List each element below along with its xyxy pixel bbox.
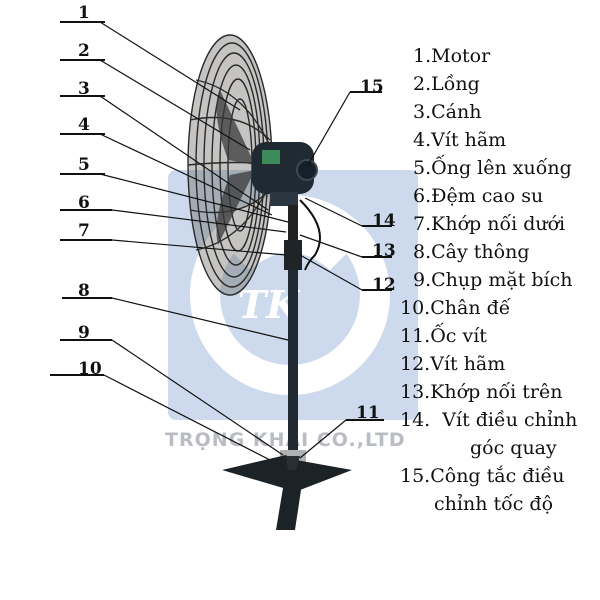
legend-item-number: 8.: [413, 241, 432, 263]
legend-item: 12.Vít hãm: [400, 350, 505, 378]
callout-leader-6: [111, 209, 287, 233]
legend-item-number: 6.: [413, 185, 432, 207]
callout-leader-4: [99, 133, 273, 216]
callout-number-1: 1: [78, 3, 90, 23]
callout-lines: [50, 21, 392, 461]
legend-item-number: 9.: [413, 269, 432, 291]
legend-item-continuation: chỉnh tốc độ: [434, 493, 554, 515]
legend-item-number: 5.: [413, 157, 432, 179]
legend-item-label: Chân đế: [430, 297, 511, 319]
legend-item-number: 1.: [413, 45, 432, 67]
legend-item-label: Chụp mặt bích: [431, 269, 573, 291]
power-cable: [299, 199, 321, 271]
legend-item: 6.Đệm cao su: [413, 182, 543, 210]
legend-item: 10.Chân đế: [400, 294, 510, 322]
legend-item-number: 2.: [413, 73, 432, 95]
callout-number-14: 14: [372, 211, 396, 231]
legend-item-label: Khớp nối trên: [430, 381, 563, 403]
legend-item-label: Đệm cao su: [431, 185, 544, 207]
callout-number-10: 10: [78, 359, 102, 379]
legend-item: 7.Khớp nối dưới: [413, 210, 565, 238]
callout-number-9: 9: [78, 323, 90, 343]
legend-item: 9.Chụp mặt bích: [413, 266, 573, 294]
legend-item: 13.Khớp nối trên: [400, 378, 562, 406]
legend-item-number: 15.: [400, 465, 431, 487]
callout-leader-10: [103, 374, 271, 461]
legend-item-label: Cây thông: [431, 241, 530, 263]
legend-item-label: Cánh: [431, 101, 482, 123]
legend-item: 15.Công tắc điều: [400, 462, 564, 490]
legend-item: 3.Cánh: [413, 98, 481, 126]
legend-item-label: Vít điều chỉnh: [430, 409, 578, 431]
callout-leader-12: [299, 254, 363, 291]
callout-number-4: 4: [78, 115, 90, 135]
legend-item: 8.Cây thông: [413, 238, 530, 266]
fan-base: [222, 450, 352, 530]
legend-item-label: Motor: [431, 45, 491, 67]
fan-blades: [216, 90, 255, 245]
legend-item-number: 10.: [400, 297, 431, 319]
callout-leader-5: [99, 173, 289, 223]
legend-item: 5.Ống lên xuống: [413, 154, 572, 182]
fan-pole: [284, 205, 302, 460]
legend-item-label: Vít hãm: [431, 129, 507, 151]
legend-item: 1.Motor: [413, 42, 490, 70]
legend-item: 14. Vít điều chỉnh: [400, 406, 577, 434]
callout-number-7: 7: [78, 221, 90, 241]
callout-leader-14: [304, 197, 363, 227]
callout-number-12: 12: [372, 275, 396, 295]
callout-number-8: 8: [78, 281, 90, 301]
callout-leader-13: [299, 234, 363, 258]
callout-number-6: 6: [78, 193, 90, 213]
legend-item-number: 12.: [400, 353, 431, 375]
callout-leader-11: [299, 419, 347, 459]
legend-item-label: Khớp nối dưới: [431, 213, 566, 235]
watermark-text: TRỌNG KHẢI CO.,LTD: [165, 426, 406, 451]
callout-leader-3: [99, 95, 269, 211]
callout-number-2: 2: [78, 41, 90, 61]
legend-item-number: 11.: [400, 325, 431, 347]
callout-number-5: 5: [78, 155, 90, 175]
fan-motor: [252, 142, 318, 206]
legend-item: 2.Lồng: [413, 70, 480, 98]
legend-item-continuation: góc quay: [470, 437, 557, 459]
legend-item-number: 13.: [400, 381, 431, 403]
legend-item-label: Ống lên xuống: [431, 157, 572, 179]
legend-item-label: Vít hãm: [430, 353, 506, 375]
legend-item-number: 7.: [413, 213, 432, 235]
callout-leader-8: [111, 297, 289, 341]
callout-number-15: 15: [360, 77, 384, 97]
legend-item-label: Công tắc điều: [430, 465, 565, 487]
legend-item-number: 3.: [413, 101, 432, 123]
callout-number-13: 13: [372, 241, 396, 261]
legend-item-label: Ốc vít: [430, 325, 487, 347]
callout-leader-7: [111, 239, 287, 256]
callout-leader-15: [307, 91, 351, 166]
callout-leader-1: [99, 21, 241, 111]
callout-number-3: 3: [78, 79, 90, 99]
legend-item: 11.Ốc vít: [400, 322, 487, 350]
legend-item: 4.Vít hãm: [413, 126, 506, 154]
legend-item-number: 14.: [400, 409, 431, 431]
legend-item-label: Lồng: [431, 73, 480, 95]
callout-leader-9: [111, 339, 284, 456]
legend-item-number: 4.: [413, 129, 432, 151]
callout-leader-2: [99, 59, 251, 151]
callout-number-11: 11: [356, 403, 380, 423]
